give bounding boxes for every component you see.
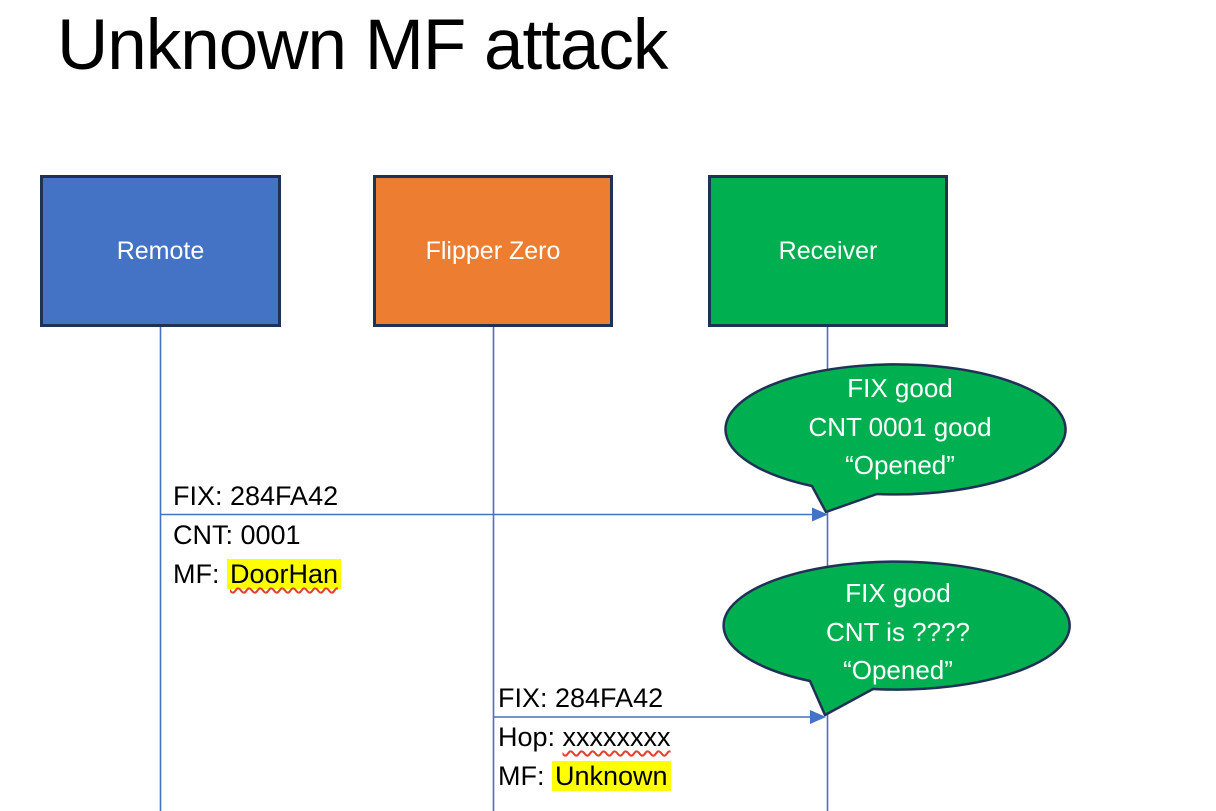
actor-box-remote: Remote — [40, 175, 281, 327]
actor-label-receiver: Receiver — [778, 236, 878, 265]
callout-2-text: FIX good CNT is ???? “Opened” — [738, 574, 1058, 690]
message-1-line-fix: FIX: 284FA42 — [173, 477, 341, 516]
actor-label-remote: Remote — [116, 236, 205, 265]
message-2-labels: FIX: 284FA42 Hop: xxxxxxxx MF: Unknown — [498, 679, 671, 796]
message-1-line-cnt: CNT: 0001 — [173, 516, 341, 555]
callout-1-line-3: “Opened” — [845, 450, 955, 480]
message-2-line-hop: Hop: xxxxxxxx — [498, 718, 671, 757]
message-arrow-1-head-icon — [812, 507, 828, 522]
callout-2-line-2: CNT is ???? — [825, 616, 971, 647]
actor-box-flipper-zero: Flipper Zero — [373, 175, 613, 327]
message-2-hop-value: xxxxxxxx — [562, 722, 671, 752]
message-2-hop-prefix: Hop: — [498, 722, 563, 752]
actor-label-flipper-zero: Flipper Zero — [425, 236, 561, 265]
message-2-line-mf: MF: Unknown — [498, 757, 671, 796]
slide-title: Unknown MF attack — [57, 6, 668, 85]
message-1-fix-text: FIX: 284FA42 — [173, 481, 339, 511]
message-2-line-fix: FIX: 284FA42 — [498, 679, 671, 718]
callout-2-line-3: “Opened” — [843, 655, 953, 685]
message-arrow-2-head-icon — [810, 710, 826, 724]
actor-box-receiver: Receiver — [708, 175, 948, 327]
message-1-mf-prefix: MF: — [173, 559, 227, 589]
message-1-mf-value-highlighted: DoorHan — [227, 559, 342, 589]
message-1-cnt-text: CNT: 0001 — [173, 520, 301, 550]
message-2-mf-value-highlighted: Unknown — [552, 761, 671, 791]
callout-bubble-1 — [724, 363, 1067, 514]
callout-2-line-1: FIX good — [845, 578, 951, 608]
message-1-labels: FIX: 284FA42 CNT: 0001 MF: DoorHan — [173, 477, 342, 594]
message-2-mf-prefix: MF: — [498, 761, 552, 791]
callout-bubble-2 — [722, 560, 1071, 717]
message-2-fix-text: FIX: 284FA42 — [498, 683, 664, 713]
message-1-line-mf: MF: DoorHan — [173, 555, 342, 594]
callout-1-line-1: FIX good — [847, 373, 953, 403]
callout-1-text: FIX good CNT 0001 good “Opened” — [740, 369, 1060, 485]
callout-1-line-2: CNT 0001 good — [808, 411, 992, 442]
